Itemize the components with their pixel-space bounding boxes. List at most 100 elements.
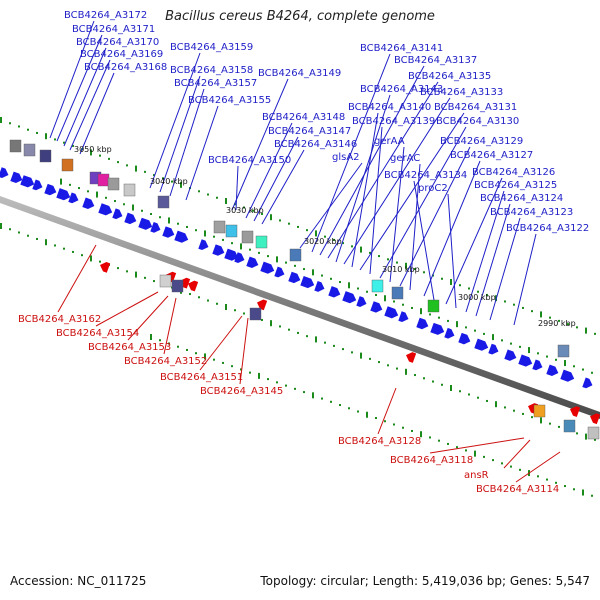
forward-gene-label: BCB4264_A3129 <box>440 136 523 147</box>
tick-mark <box>186 348 188 351</box>
tick-mark <box>267 378 269 381</box>
tick-mark <box>159 339 161 342</box>
tick-dots <box>0 117 596 497</box>
tick-mark <box>564 360 566 367</box>
forward-gene-label: BCB4264_A3137 <box>394 55 477 66</box>
forward-gene-label: BCB4264_A3126 <box>472 167 555 178</box>
forward-gene-arrow <box>56 188 71 201</box>
tick-mark <box>420 431 422 438</box>
tick-mark <box>369 251 371 254</box>
tick-mark <box>222 361 224 364</box>
forward-gene-arrow <box>532 359 543 371</box>
tick-mark <box>396 261 398 264</box>
tick-mark <box>294 387 296 390</box>
leader-line <box>57 244 97 313</box>
tick-mark <box>432 380 434 383</box>
tick-mark <box>0 117 2 123</box>
forward-gene-label: BCB4264_A3168 <box>84 62 167 73</box>
accession-text: Accession: NC_011725 <box>10 574 147 588</box>
tick-mark <box>312 269 314 276</box>
leader-line <box>503 439 531 469</box>
tick-mark <box>357 287 359 290</box>
tick-mark <box>468 287 470 290</box>
tick-mark <box>582 368 584 371</box>
tick-mark <box>405 262 407 269</box>
leader-line <box>63 47 107 147</box>
forward-gene-arrow <box>246 256 259 269</box>
forward-gene-arrow <box>328 286 341 298</box>
leader-line <box>235 165 239 211</box>
tick-mark <box>465 449 467 452</box>
tick-mark <box>294 264 296 267</box>
tick-mark <box>330 277 332 280</box>
tick-mark <box>78 187 80 190</box>
tick-mark <box>99 154 101 157</box>
forward-gene-label: BCB4264_A3158 <box>170 65 253 76</box>
tick-mark <box>522 306 524 309</box>
reverse-gene-label: BCB4264_A3145 <box>200 386 283 397</box>
forward-gene-label: BCB4264_A3155 <box>188 95 271 106</box>
leader-line <box>253 136 299 222</box>
forward-gene-arrow <box>32 179 43 191</box>
leader-lines <box>49 20 561 483</box>
tick-mark <box>501 339 503 342</box>
forward-gene-arrow <box>20 175 35 188</box>
leader-line <box>447 193 457 309</box>
forward-gene-arrow <box>162 226 175 238</box>
axis-label: 3010 kbp <box>382 265 420 274</box>
forward-gene-label: proC2 <box>418 183 448 194</box>
tick-mark <box>288 328 290 331</box>
tick-mark <box>375 294 377 296</box>
tick-mark <box>240 243 242 250</box>
leader-line <box>169 88 205 197</box>
tick-mark <box>231 242 233 245</box>
leader-line <box>199 315 243 371</box>
tick-mark <box>63 247 65 250</box>
tick-mark <box>63 141 65 144</box>
forward-gene-label: BCB4264_A3135 <box>408 71 491 82</box>
reverse-gene-arrow <box>570 406 581 417</box>
feature-box <box>427 299 440 313</box>
feature-box <box>255 235 268 249</box>
tick-mark <box>360 352 362 359</box>
tick-mark <box>528 347 530 354</box>
tick-mark <box>438 439 440 442</box>
leader-line <box>389 146 405 283</box>
tick-mark <box>249 248 251 251</box>
tick-mark <box>402 426 404 429</box>
tick-mark <box>105 196 107 199</box>
tick-mark <box>405 368 407 375</box>
reverse-gene-arrow <box>188 280 199 292</box>
forward-gene-label: BCB4264_A3133 <box>420 87 503 98</box>
forward-gene-label: BCB4264_A3146 <box>274 139 357 150</box>
leader-line <box>429 437 525 454</box>
forward-gene-label: BCB4264_A3140 <box>348 102 431 113</box>
tick-mark <box>465 326 467 329</box>
reverse-gene-label: BCB4264_A3151 <box>160 372 243 383</box>
tick-mark <box>366 411 368 418</box>
tick-mark <box>537 352 539 355</box>
tick-mark <box>216 302 218 305</box>
tick-mark <box>132 204 134 211</box>
forward-gene-label: gerAA <box>374 136 405 147</box>
feature-box <box>61 158 74 172</box>
leader-line <box>489 217 521 321</box>
tick-mark <box>384 420 386 423</box>
page-title: Bacillus cereus B4264, complete genome <box>165 9 435 24</box>
leader-line <box>69 59 111 151</box>
forward-gene-arrow <box>398 311 409 323</box>
tick-mark <box>315 336 317 343</box>
leader-line <box>343 97 451 265</box>
leader-line <box>159 75 201 193</box>
forward-gene-arrow <box>384 306 399 319</box>
tick-mark <box>519 345 521 348</box>
tick-mark <box>18 125 20 128</box>
feature-box <box>171 279 184 293</box>
tick-mark <box>36 131 38 134</box>
axis-label: 3040 kbp <box>150 177 188 186</box>
tick-mark <box>234 309 236 312</box>
forward-gene-label: BCB4264_A3171 <box>72 24 155 35</box>
forward-gene-label: BCB4264_A3141 <box>360 43 443 54</box>
reverse-gene-arrow <box>257 299 268 311</box>
